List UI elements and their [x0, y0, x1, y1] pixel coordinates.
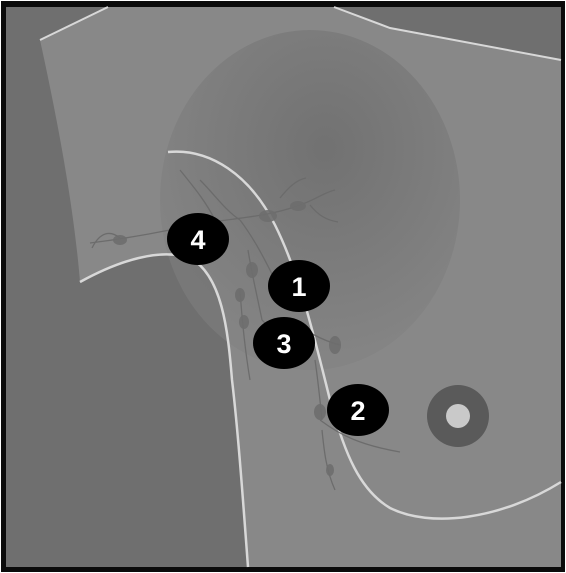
lymph-node — [259, 210, 277, 222]
marker-label: 4 — [190, 225, 205, 255]
lymph-node — [314, 404, 326, 420]
marker-1: 1 — [268, 260, 330, 312]
marker-3: 3 — [253, 317, 315, 369]
lymph-node — [290, 201, 306, 211]
lymph-node — [113, 235, 127, 245]
marker-label: 2 — [350, 396, 365, 426]
lymph-node — [239, 315, 249, 329]
marker-label: 1 — [291, 272, 306, 302]
marker-label: 3 — [276, 329, 291, 359]
lymph-node — [235, 288, 245, 302]
lymph-node — [246, 262, 258, 278]
nipple — [446, 404, 470, 428]
lymph-node — [326, 464, 334, 476]
marker-2: 2 — [327, 384, 389, 436]
lymph-node — [329, 336, 341, 354]
marker-4: 4 — [167, 213, 229, 265]
